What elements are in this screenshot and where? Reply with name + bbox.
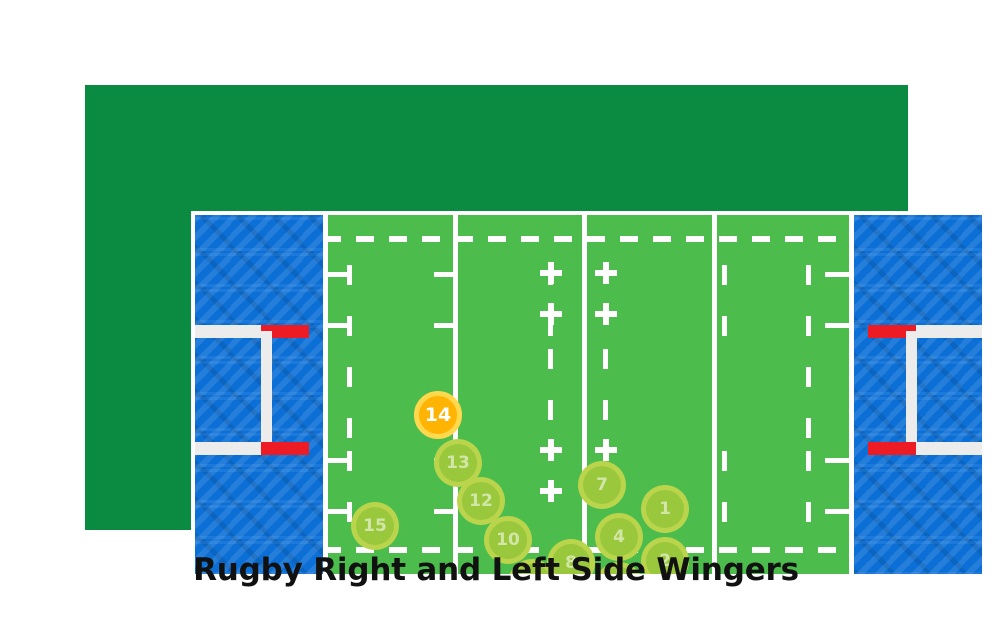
plus-mark <box>540 303 562 325</box>
player-number-label: 2 <box>659 551 671 571</box>
goal-crossbar-red-segment <box>261 325 309 338</box>
hash-mark <box>434 323 458 328</box>
hash-mark <box>548 316 553 336</box>
plus-mark <box>595 439 617 461</box>
goal-crossbar-bottom <box>195 442 309 455</box>
hash-mark <box>328 458 352 463</box>
player-number-label: 14 <box>424 404 452 426</box>
22m-line-right <box>712 215 717 574</box>
player-number-label: 9 <box>526 573 538 574</box>
player-number-label: 1 <box>659 499 671 519</box>
halfway-line <box>582 215 587 574</box>
plus-mark <box>540 480 562 502</box>
player-marker-4[interactable]: 4 <box>595 513 643 561</box>
player-marker-14[interactable]: 14 <box>414 391 462 439</box>
goal-crossbar-top <box>868 325 982 338</box>
player-marker-10[interactable]: 10 <box>484 516 532 564</box>
goal-line-right <box>849 215 854 574</box>
hash-mark <box>825 272 849 277</box>
hash-mark <box>434 509 458 514</box>
plus-mark <box>540 439 562 461</box>
hash-mark <box>806 367 811 387</box>
hash-mark <box>603 400 608 420</box>
22m-line-left <box>453 215 458 574</box>
goal-crossbar-top <box>195 325 309 338</box>
hash-mark <box>722 502 727 522</box>
in-goal-area-right <box>854 215 982 574</box>
goal-crossbar-red-segment <box>868 325 916 338</box>
hash-mark <box>825 323 849 328</box>
plus-mark <box>595 303 617 325</box>
player-number-label: 4 <box>613 527 625 547</box>
player-number-label: 13 <box>446 453 470 473</box>
hash-mark <box>328 272 352 277</box>
player-marker-1[interactable]: 1 <box>641 485 689 533</box>
field-surround: 141312151110987456123 <box>85 85 986 578</box>
goal-line-left <box>323 215 328 574</box>
hash-mark <box>434 272 458 277</box>
hash-mark <box>347 316 352 336</box>
hash-mark <box>347 418 352 438</box>
hash-mark <box>347 502 352 522</box>
hash-mark <box>548 349 553 369</box>
player-marker-8[interactable]: 8 <box>547 539 595 574</box>
player-marker-7[interactable]: 7 <box>578 461 626 509</box>
goal-crossbar-red-segment <box>868 442 916 455</box>
hash-mark <box>806 418 811 438</box>
hash-mark <box>347 367 352 387</box>
hash-mark <box>806 451 811 471</box>
player-marker-2[interactable]: 2 <box>641 537 689 574</box>
player-number-label: 8 <box>565 553 577 573</box>
hash-mark <box>603 349 608 369</box>
player-number-label: 10 <box>496 530 520 550</box>
plus-mark <box>540 262 562 284</box>
hash-mark <box>806 502 811 522</box>
player-marker-15[interactable]: 15 <box>351 502 399 550</box>
in-goal-area-left <box>195 215 323 574</box>
goal-crossbar-bottom <box>868 442 982 455</box>
goal-upright <box>261 331 272 449</box>
player-marker-12[interactable]: 12 <box>457 477 505 525</box>
hash-mark <box>825 509 849 514</box>
hash-mark <box>722 316 727 336</box>
hash-mark <box>825 458 849 463</box>
player-number-label: 7 <box>596 475 608 495</box>
hash-mark <box>347 451 352 471</box>
goal-crossbar-red-segment <box>261 442 309 455</box>
goal-post-right <box>868 325 982 455</box>
hash-mark <box>347 265 352 285</box>
goal-upright <box>906 331 917 449</box>
plus-mark <box>595 262 617 284</box>
figure-caption: Rugby Right and Left Side Wingers <box>193 552 799 588</box>
hash-mark <box>722 265 727 285</box>
player-number-label: 12 <box>469 491 493 511</box>
hash-mark <box>722 451 727 471</box>
hash-mark <box>806 265 811 285</box>
hash-mark <box>806 316 811 336</box>
goal-post-left <box>195 325 309 455</box>
rugby-pitch: 141312151110987456123 <box>195 215 982 574</box>
hash-mark <box>328 509 352 514</box>
player-number-label: 15 <box>363 516 387 536</box>
hash-mark <box>548 400 553 420</box>
hash-mark <box>328 323 352 328</box>
dashed-5m-line-top <box>323 236 854 242</box>
